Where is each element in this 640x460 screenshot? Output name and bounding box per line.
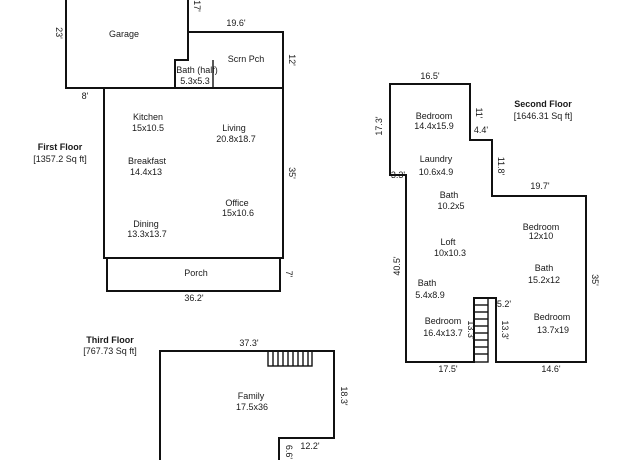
breakfast-label: Breakfast	[128, 156, 167, 166]
main-depth-dim: 35'	[287, 167, 297, 179]
bedroom2-label: Bedroom	[523, 222, 560, 232]
scrn-pch-label: Scrn Pch	[228, 54, 265, 64]
office-size: 15x10.6	[222, 208, 254, 218]
bedroom1-size: 14.4x15.9	[414, 121, 454, 131]
bath-half-size: 5.3x5.3	[180, 76, 210, 86]
third-top-width-dim: 37.3'	[239, 338, 259, 348]
scrn-width-dim: 19.6'	[226, 18, 246, 28]
step-11-dim: 11'	[474, 107, 484, 118]
dining-size: 13.3x13.7	[127, 229, 167, 239]
scrn-depth-dim: 12'	[287, 54, 297, 66]
kitchen-label: Kitchen	[133, 112, 163, 122]
family-label: Family	[238, 391, 265, 401]
right-width-dim: 19.7'	[530, 181, 550, 191]
garage-label: Garage	[109, 29, 139, 39]
bedroom2-size: 12x10	[529, 231, 554, 241]
step-3-3-dim: 3.3'	[391, 170, 406, 180]
garage-walls	[65, 0, 104, 89]
living-size: 20.8x18.7	[216, 134, 256, 144]
bath3-label: Bath	[418, 278, 437, 288]
third-step-width-dim: 12.2'	[300, 441, 320, 451]
second-floor: Second Floor [1646.31 Sq ft] Bedroom 14.…	[374, 71, 600, 374]
bottom-left-dim: 17.5'	[438, 364, 458, 374]
left-lower-dim: 40.5'	[392, 256, 402, 276]
step-4-4-dim: 4.4'	[474, 125, 489, 135]
loft-size: 10x10.3	[434, 248, 466, 258]
right-depth-dim: 35'	[590, 274, 600, 286]
office-label: Office	[225, 198, 248, 208]
first-floor-title: First Floor	[38, 142, 83, 152]
bedroom4-label: Bedroom	[534, 312, 571, 322]
bath-half-label: Bath (half)	[176, 65, 218, 75]
third-floor: Third Floor [767.73 Sq ft] Family 17.5x3…	[83, 335, 349, 460]
garage-depth-dim: 23'	[54, 27, 64, 39]
first-floor: Garage Bath (half) 5.3x5.3 Scrn Pch Kitc…	[33, 0, 297, 303]
bedroom1-label: Bedroom	[416, 111, 453, 121]
porch-walls	[106, 258, 281, 292]
second-floor-title: Second Floor	[514, 99, 572, 109]
left-upper-dim: 17.3'	[374, 116, 384, 136]
loft-label: Loft	[440, 237, 456, 247]
bath2-size: 15.2x12	[528, 275, 560, 285]
second-floor-stairs	[473, 297, 489, 363]
garage-width-top-dim: 17'	[192, 0, 202, 12]
garage-offset-dim: 8'	[82, 91, 89, 101]
porch-depth-dim: 7'	[284, 271, 294, 278]
screen-porch-walls	[188, 31, 284, 88]
stair-depth-b-dim: 13.3'	[500, 320, 510, 340]
bath2-label: Bath	[535, 263, 554, 273]
third-floor-outline	[159, 350, 335, 460]
bedroom4-size: 13.7x19	[537, 325, 569, 335]
third-floor-stairs	[267, 350, 313, 367]
porch-label: Porch	[184, 268, 208, 278]
living-label: Living	[222, 123, 246, 133]
first-floor-area: [1357.2 Sq ft]	[33, 154, 87, 164]
main-house-walls	[103, 87, 284, 259]
dining-label: Dining	[133, 219, 159, 229]
step-11-8-dim: 11.8'	[496, 157, 506, 176]
laundry-label: Laundry	[420, 154, 453, 164]
laundry-size: 10.6x4.9	[419, 167, 454, 177]
total-width-dim: 36.2'	[184, 293, 204, 303]
bath1-label: Bath	[440, 190, 459, 200]
breakfast-size: 14.4x13	[130, 167, 162, 177]
bottom-right-dim: 14.6'	[541, 364, 561, 374]
top-width-dim: 16.5'	[420, 71, 440, 81]
bath3-size: 5.4x8.9	[415, 290, 445, 300]
third-right-depth-dim: 18.3'	[339, 386, 349, 406]
bedroom3-size: 16.4x13.7	[423, 328, 463, 338]
stair-depth-a-dim: 13.3'	[466, 320, 476, 340]
third-step-depth-dim: 6.6'	[284, 445, 294, 460]
stair-width-dim: 5.2'	[497, 299, 512, 309]
second-floor-outline	[389, 83, 587, 363]
garage-right-wall	[174, 0, 189, 88]
bath1-size: 10.2x5	[437, 201, 464, 211]
third-floor-area: [767.73 Sq ft]	[83, 346, 137, 356]
kitchen-size: 15x10.5	[132, 123, 164, 133]
bedroom3-label: Bedroom	[425, 316, 462, 326]
third-floor-title: Third Floor	[86, 335, 134, 345]
second-floor-area: [1646.31 Sq ft]	[514, 111, 573, 121]
family-size: 17.5x36	[236, 402, 268, 412]
